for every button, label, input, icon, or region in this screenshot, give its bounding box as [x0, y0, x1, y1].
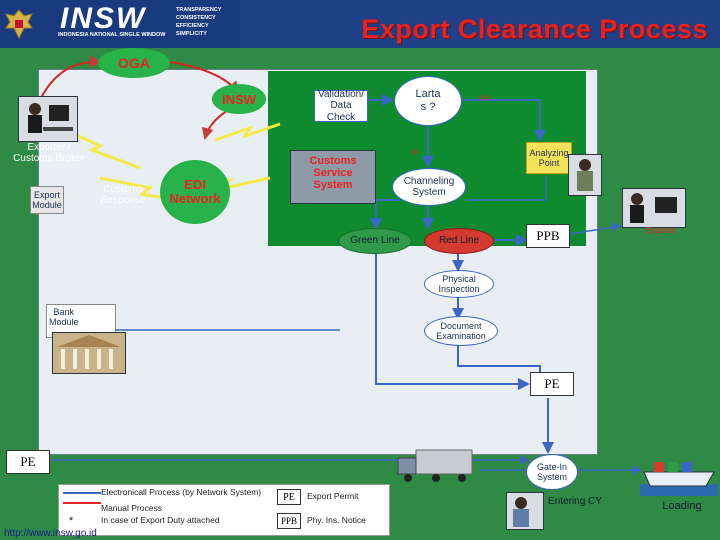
exporter-broker-label: Exporter / Customs Broker	[13, 142, 85, 164]
yes-label: YES	[477, 96, 490, 102]
exporter-label: Exporter	[645, 226, 677, 235]
legend-ppb-tag: PPB	[277, 513, 301, 529]
truck-icon	[397, 449, 473, 482]
garuda-emblem-icon	[5, 9, 33, 40]
edi-network-node: EDI Network	[160, 160, 230, 224]
page-title: Export Clearance Process	[361, 14, 708, 44]
legend-pe-desc: Export Permit	[307, 491, 359, 501]
legend-manual: Manual Process	[101, 503, 162, 513]
export-module: Export Module	[30, 186, 64, 214]
insw-node: INSW	[212, 84, 266, 114]
oga-node: OGA	[98, 48, 170, 78]
analyzing-point-box: Analyzing Point	[526, 142, 572, 174]
document-examination-node: Document Examination	[424, 316, 498, 346]
pe-tag-left: PE	[6, 450, 50, 474]
validation-data-check-box: Validation/ Data Check	[314, 89, 368, 123]
legend-lines	[63, 492, 101, 504]
person-at-computer-icon	[28, 103, 73, 133]
physical-inspection-node: Physical Inspection	[424, 270, 494, 298]
channeling-system-node: Channeling System	[392, 168, 466, 206]
red-line-node: Red Line	[424, 228, 494, 254]
exporter-photo	[622, 188, 686, 228]
legend-ppb-desc: Phy. Ins. Notice	[307, 515, 366, 525]
insw-logo: INSW INDONESIA NATIONAL SINGLE WINDOW TR…	[0, 0, 240, 48]
logo-tagline: TRANSPARENCY CONSISTENCY EFFICIENCY SIMP…	[176, 7, 222, 37]
officer-icon	[577, 159, 593, 191]
bank-building-icon	[57, 335, 121, 369]
gate-officer-photo	[506, 492, 544, 530]
truck-image	[396, 446, 476, 486]
footer-url[interactable]: http://www.insw.go.id	[4, 528, 97, 539]
legend-box: Electronicall Process (by Network System…	[58, 484, 390, 536]
loading-label: Loading	[662, 500, 702, 512]
legend-pe-tag: PE	[277, 489, 301, 505]
legend-star: *	[69, 515, 74, 527]
no-label: NO	[409, 150, 419, 156]
bank-building-photo	[52, 332, 126, 374]
green-line-node: Green Line	[338, 228, 412, 254]
cargo-ship-icon	[640, 462, 718, 496]
ship-image	[640, 448, 718, 496]
exporter-broker-photo	[18, 96, 78, 142]
pe-tag-right: PE	[530, 372, 574, 396]
officer-icon	[513, 497, 529, 527]
logo-subtitle: INDONESIA NATIONAL SINGLE WINDOW	[58, 32, 166, 38]
person-at-computer-icon	[630, 193, 677, 223]
analyzing-officer-photo	[568, 154, 602, 196]
gate-in-system-node: Gate-In System	[526, 454, 578, 490]
ppb-tag: PPB	[526, 224, 570, 248]
lartas-decision: Larta s ?	[394, 76, 462, 126]
customs-response-label: Customs Response	[100, 184, 146, 206]
legend-electronic: Electronicall Process (by Network System…	[101, 487, 262, 497]
legend-duty: In case of Export Duty attached	[101, 515, 220, 525]
customs-service-photo: Customs Service System	[290, 150, 376, 204]
entering-cy-label: Entering CY	[548, 496, 602, 507]
logo-text: INSW	[60, 2, 147, 35]
